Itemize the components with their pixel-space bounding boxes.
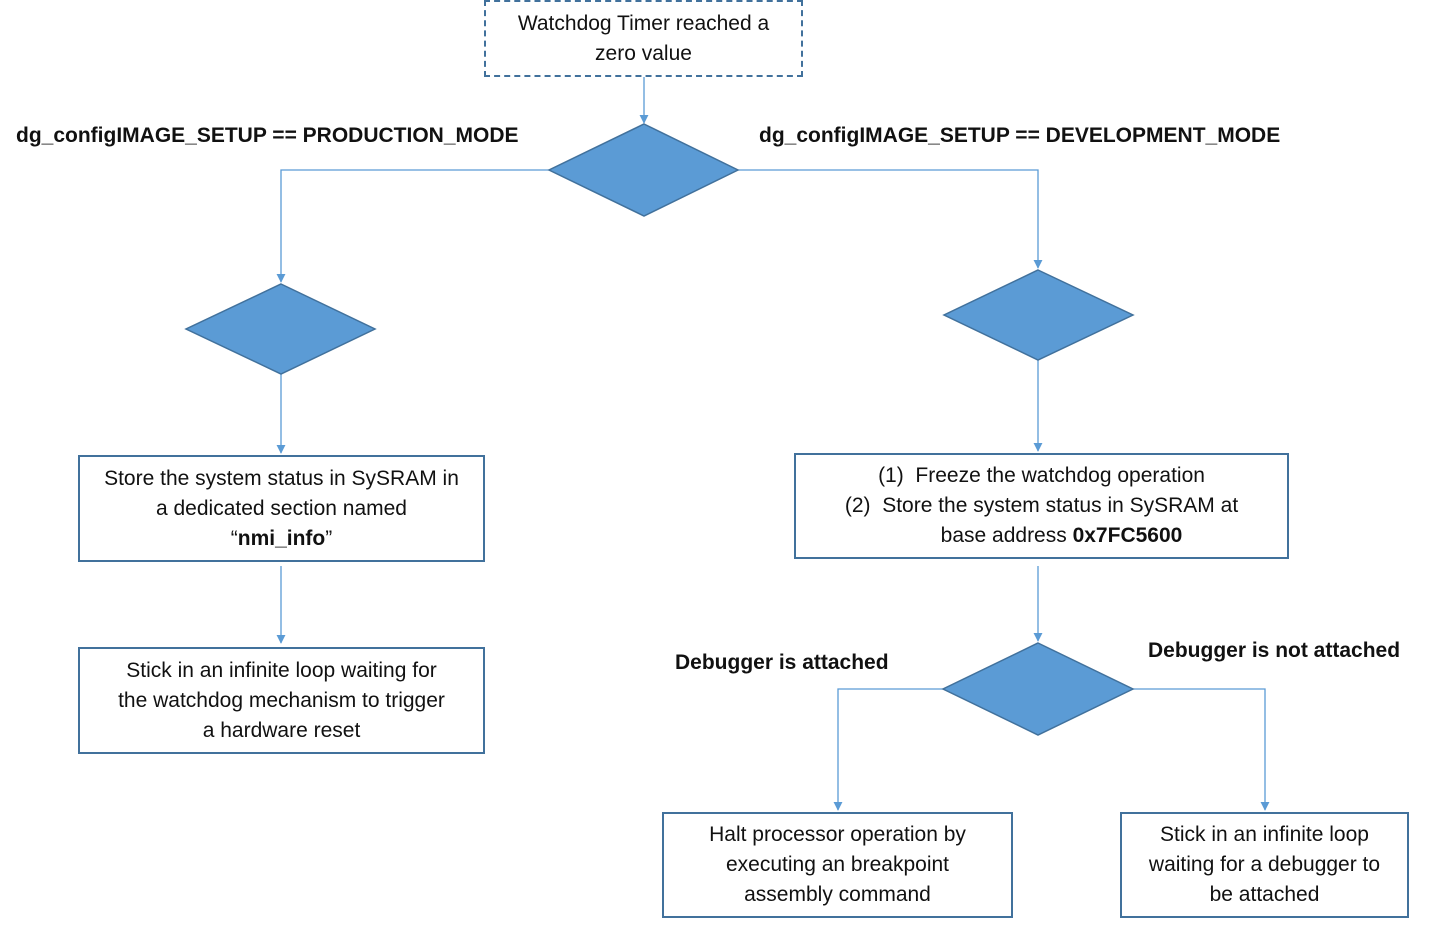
development-item-2-continued: base address 0x7FC5600 [901,521,1183,551]
connector-to-production-decision [276,169,549,283]
wait-line-1: Stick in an infinite loop [1160,823,1369,846]
halt-line-3: assembly command [744,883,931,906]
production-store-line-1: Store the system status in SySRAM in [104,466,459,490]
debugger-decision-diamond [941,642,1135,736]
base-address: 0x7FC5600 [1072,524,1183,547]
debugger-not-attached-label: Debugger is not attached [1148,639,1401,662]
production-infinite-loop-box: Stick in an infinite loop waiting for th… [78,647,485,754]
connector-to-halt [833,688,943,811]
wait-line-2: waiting for a debugger to [1148,853,1381,876]
mode-decision-diamond [547,123,740,217]
quote-close: ” [325,526,333,550]
production-loop-line-2: the watchdog mechanism to trigger [118,688,445,712]
production-decision-diamond [184,283,377,375]
production-mode-label: dg_configIMAGE_SETUP == PRODUCTION_MODE [16,124,519,147]
wait-for-debugger-box: Stick in an infinite loop waiting for a … [1120,812,1409,918]
connector-to-development-decision [738,169,1043,269]
production-store-status-box: Store the system status in SySRAM in a d… [78,455,485,562]
production-loop-line-1: Stick in an infinite loop waiting for [126,658,437,682]
item-2-text: Store the system status in SySRAM at [882,494,1239,517]
item-2-continued-text: base address [940,524,1073,547]
development-item-1: (1) Freeze the watchdog operation [878,461,1205,491]
development-freeze-store-box: (1) Freeze the watchdog operation (2) St… [794,453,1289,559]
production-store-line-2: a dedicated section named [155,496,407,520]
item-1-text: Freeze the watchdog operation [915,464,1205,487]
development-item-2: (2) Store the system status in SySRAM at [845,491,1238,521]
item-2-number: (2) [844,494,871,517]
section-name: nmi_info [237,526,326,550]
debugger-attached-label: Debugger is attached [675,651,889,674]
wait-line-3: be attached [1209,883,1320,906]
start-box-text: Watchdog Timer reached a zero value [517,11,770,65]
production-loop-line-3: a hardware reset [202,718,361,742]
halt-processor-box: Halt processor operation by executing an… [662,812,1013,918]
quote-open: “ [230,526,238,550]
connector-to-wait-debugger [1133,688,1270,811]
development-mode-label: dg_configIMAGE_SETUP == DEVELOPMENT_MODE [759,124,1281,147]
development-decision-diamond [942,269,1135,361]
production-store-line-3: “nmi_info” [231,524,333,554]
item-1-number: (1) [878,464,904,487]
start-box: Watchdog Timer reached a zero value [484,0,803,77]
halt-line-2: executing an breakpoint [726,853,949,876]
halt-line-1: Halt processor operation by [709,823,966,846]
